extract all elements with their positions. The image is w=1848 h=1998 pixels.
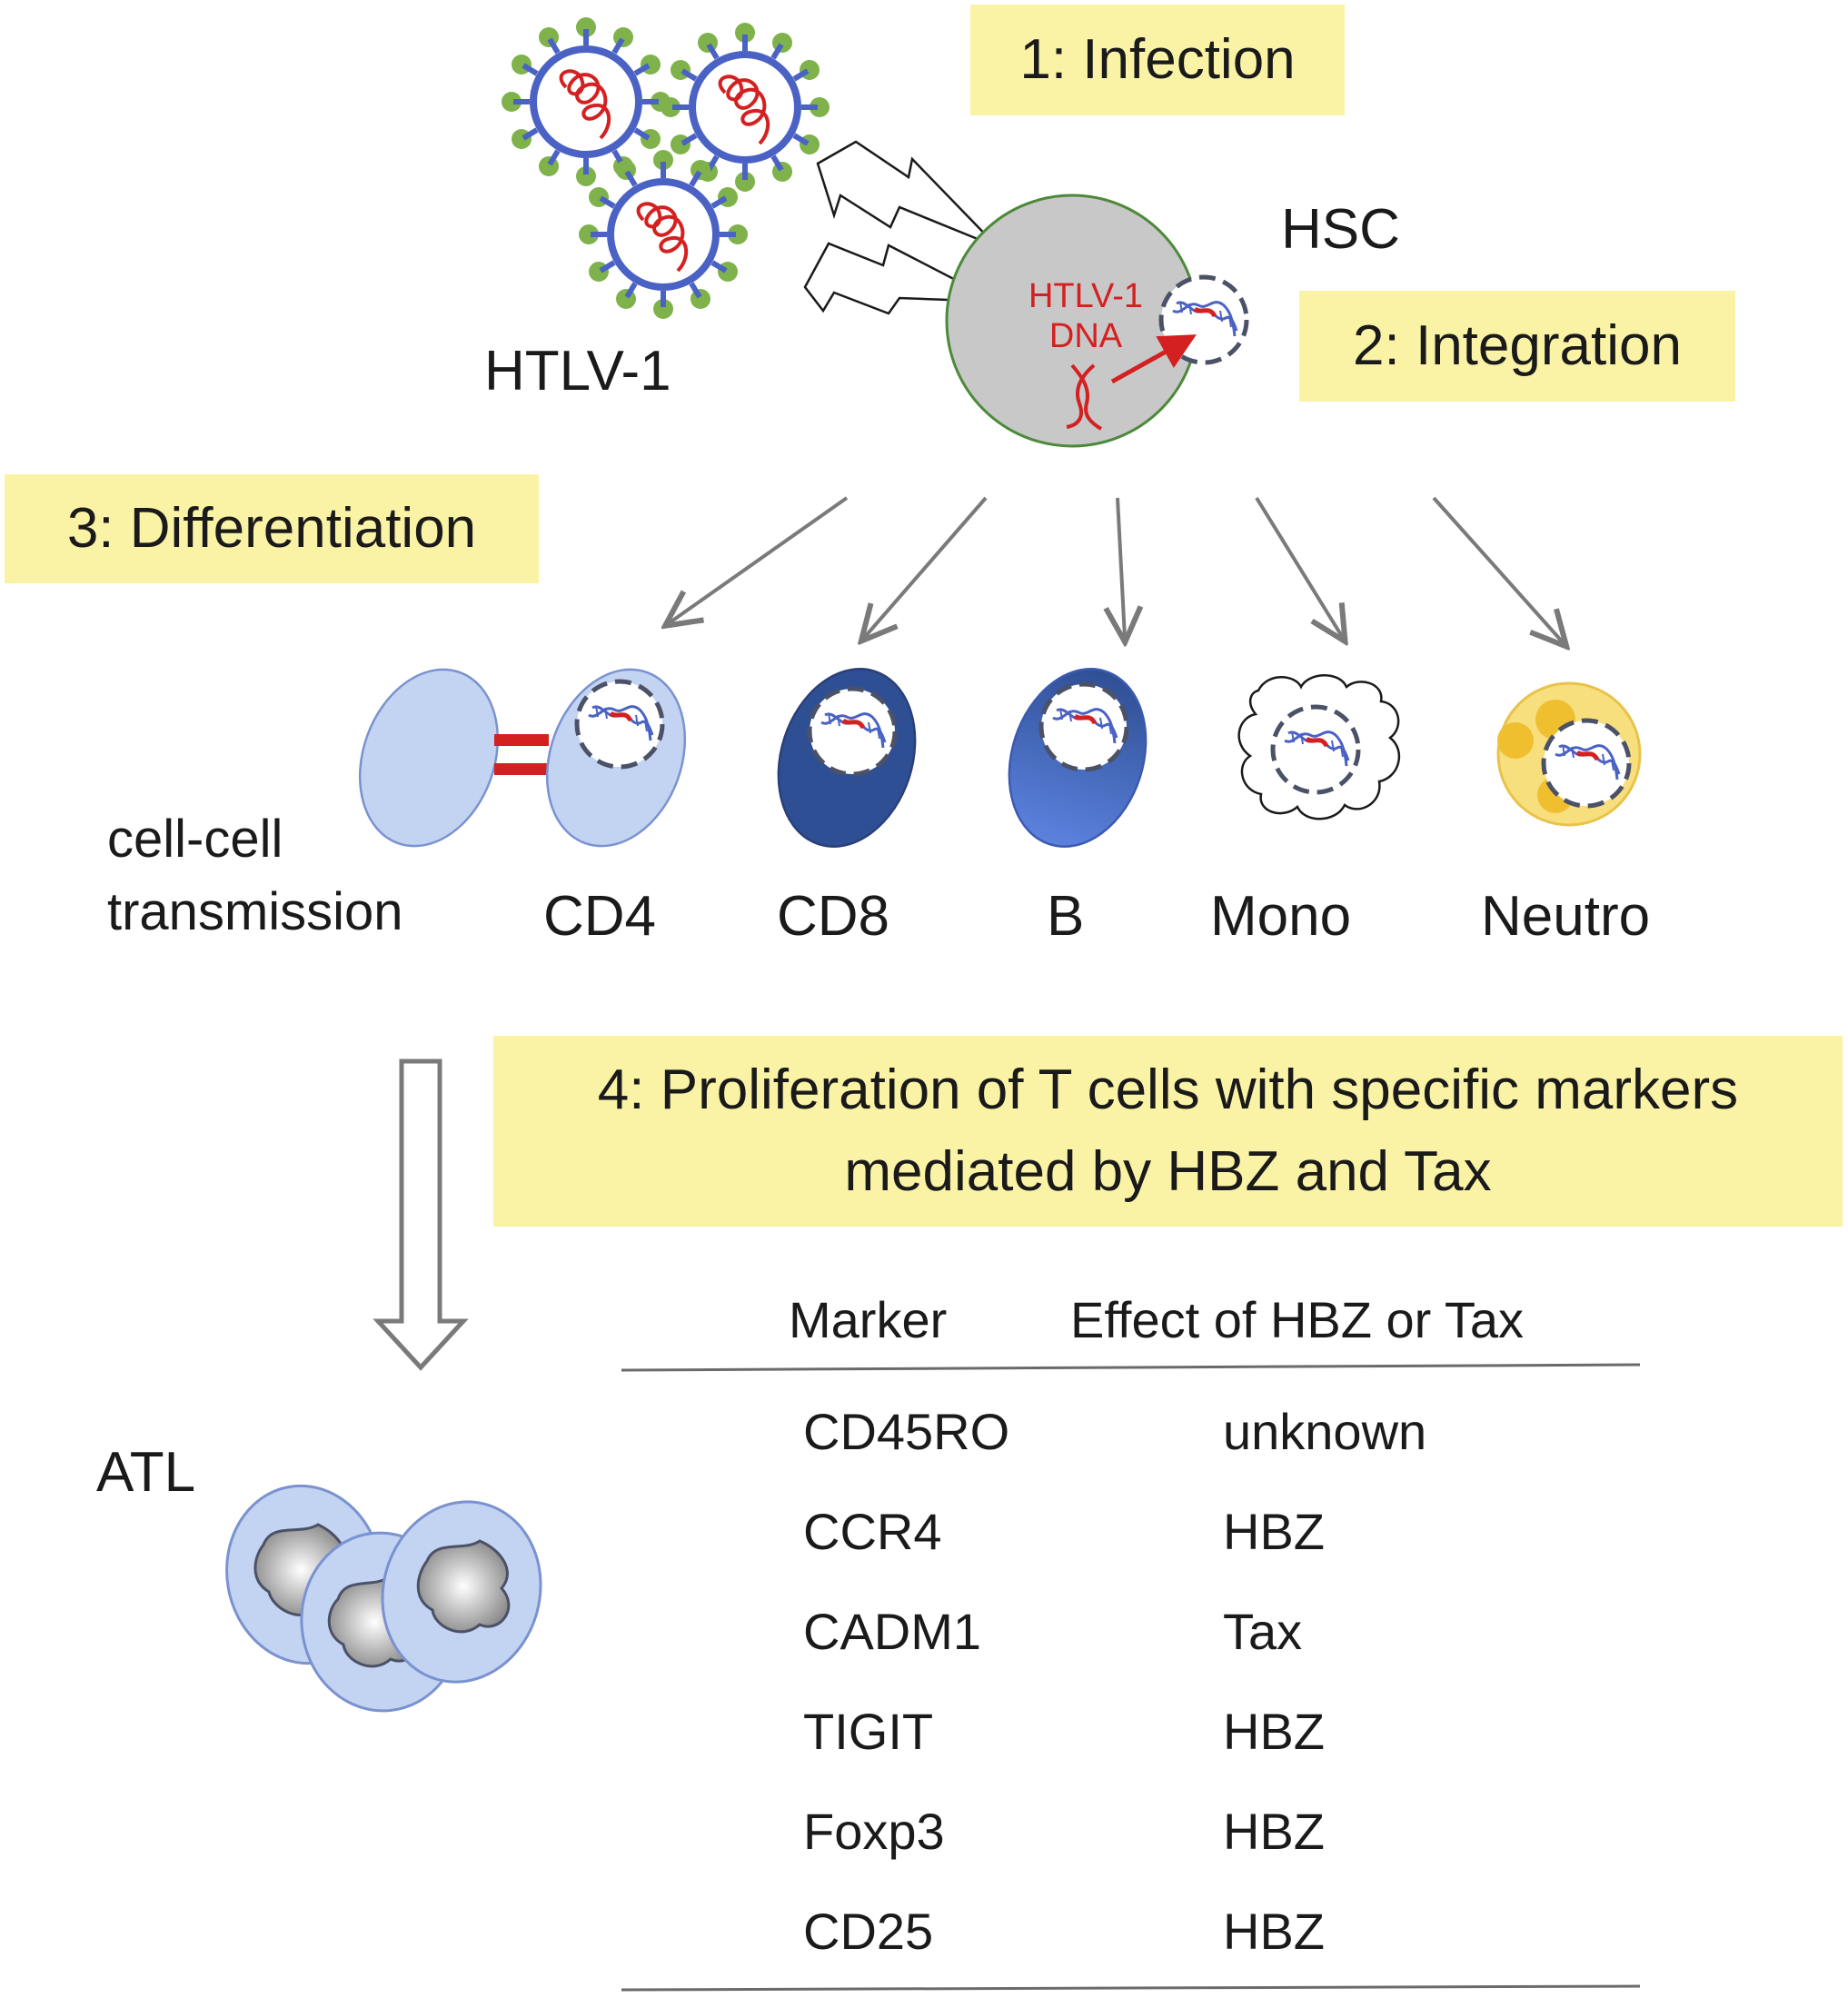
table-cell-effect: HBZ [1223, 1903, 1325, 1960]
arrow-to-neutro [1432, 496, 1564, 643]
atl-label: ATL [96, 1441, 196, 1504]
integration-arrow [1110, 334, 1197, 384]
table-cell-marker: TIGIT [803, 1703, 934, 1760]
step-infection-box: 1: Infection [970, 5, 1345, 115]
viral-dna-icon [1066, 363, 1103, 431]
cd8-nucleus [810, 689, 895, 774]
neutro-granule-1 [1497, 722, 1534, 759]
cell-contact-bar-2 [494, 763, 549, 775]
table-cell-marker: CD25 [803, 1903, 934, 1960]
atl-nucleus-3 [416, 1539, 511, 1634]
cell-label-neutro: Neutro [1481, 885, 1651, 948]
mono-nucleus [1273, 707, 1358, 792]
step-proliferation-line1: 4: Proliferation of T cells with specifi… [597, 1059, 1739, 1122]
cell-contact-bar-1 [494, 734, 549, 746]
arrow-to-cd4 [669, 496, 849, 623]
cell-cell-label-line2: transmission [107, 882, 403, 941]
virus-particle-3 [579, 150, 748, 319]
neutro-nucleus [1544, 721, 1629, 806]
arrow-to-mono [1255, 496, 1343, 638]
virus-particle-1 [502, 17, 671, 186]
cell-label-cd4: CD4 [543, 885, 657, 948]
cell-label-b: B [1047, 885, 1085, 948]
table-bottom-rule [621, 1984, 1641, 1992]
table-cell-effect: Tax [1223, 1603, 1303, 1660]
step-differentiation-box: 3: Differentiation [5, 474, 539, 583]
cell-cell-label-line1: cell-cell [107, 810, 283, 869]
lightning-bolt-1 [816, 140, 999, 249]
arrow-to-cd8 [864, 496, 988, 638]
differentiation-arrows [669, 496, 1564, 643]
progression-arrow [373, 1059, 469, 1371]
step-differentiation-label: 3: Differentiation [66, 497, 477, 561]
hsc-dna-label-line2: DNA [1048, 316, 1123, 355]
table-cell-effect: HBZ [1223, 1803, 1325, 1860]
table-cell-marker: CCR4 [803, 1503, 942, 1560]
virus-particle-2 [661, 23, 830, 192]
hsc-label: HSC [1281, 198, 1400, 261]
arrow-to-b [1118, 497, 1125, 638]
step-integration-label: 2: Integration [1353, 314, 1682, 378]
uninfected-cell [358, 668, 500, 848]
table-cell-marker: Foxp3 [803, 1803, 945, 1860]
table-cell-effect: unknown [1223, 1403, 1427, 1460]
step-integration-box: 2: Integration [1299, 291, 1735, 402]
table-cell-marker: CADM1 [803, 1603, 982, 1660]
atl-cell-cluster [225, 1484, 542, 1713]
cd4-nucleus [577, 681, 662, 767]
table-header-rule [621, 1363, 1641, 1372]
cell-label-mono: Mono [1210, 885, 1352, 948]
table-cell-effect: HBZ [1223, 1503, 1325, 1560]
step-proliferation-box: 4: Proliferation of T cells with specifi… [493, 1036, 1843, 1227]
virus-label: HTLV-1 [484, 340, 671, 403]
step-infection-label: 1: Infection [1019, 28, 1296, 92]
hsc-dna-label-line1: HTLV-1 [1028, 277, 1143, 315]
table-header-effect: Effect of HBZ or Tax [1070, 1291, 1525, 1348]
cell-label-cd8: CD8 [777, 885, 890, 948]
hsc-dna-label: HTLV-1 DNA [1018, 277, 1154, 356]
table-header-marker: Marker [789, 1291, 948, 1348]
step-proliferation-line2: mediated by HBZ and Tax [844, 1140, 1492, 1203]
hsc-nucleus [1161, 277, 1247, 363]
table-cell-effect: HBZ [1223, 1703, 1325, 1760]
b-nucleus [1041, 684, 1127, 770]
table-cell-marker: CD45RO [803, 1403, 1010, 1460]
